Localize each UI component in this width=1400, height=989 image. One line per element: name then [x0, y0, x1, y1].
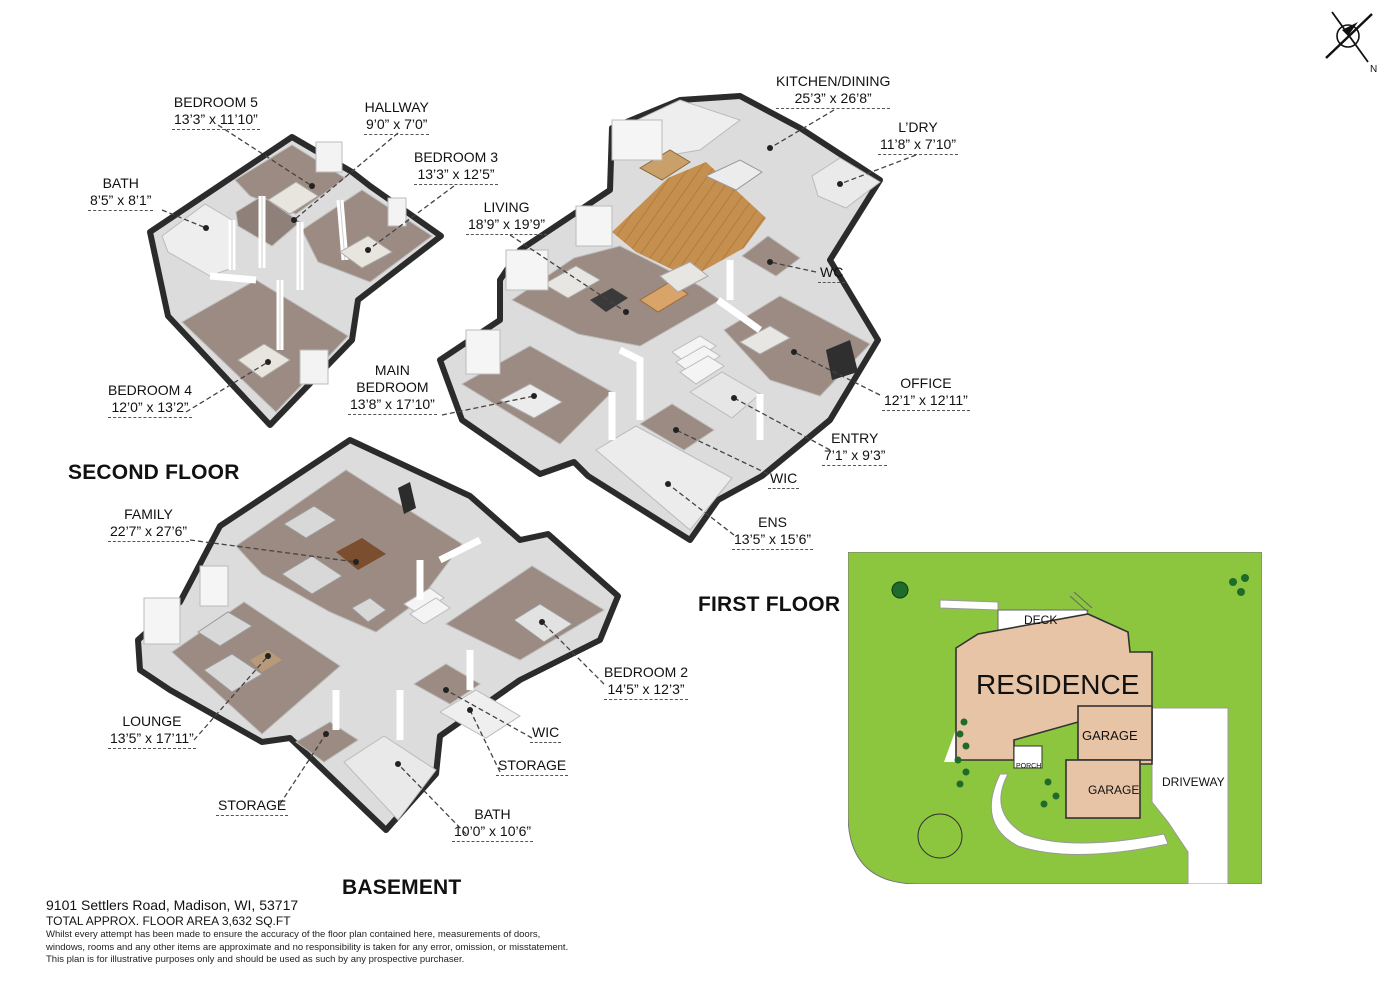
site-garage-1-label: GARAGE — [1082, 728, 1138, 743]
room-label-bedroom-3: BEDROOM 3 13’3” x 12’5” — [414, 149, 499, 185]
storage-right-room — [439, 689, 521, 739]
wic-first-room — [639, 403, 715, 451]
room-name: OFFICE — [900, 375, 952, 391]
room-name: LIVING — [483, 199, 530, 215]
property-address: 9101 Settlers Road, Madison, WI, 53717 — [46, 897, 299, 913]
room-name: BEDROOM 4 — [108, 382, 193, 398]
room-name: L’DRY — [898, 119, 938, 135]
storage-left-room — [295, 721, 359, 763]
room-name: BEDROOM 3 — [414, 149, 499, 165]
room-label-office: OFFICE 12’1” x 12’11” — [882, 375, 970, 411]
label-leader-lines — [161, 109, 917, 835]
room-name: ENS — [758, 514, 787, 530]
room-name: HALLWAY — [364, 99, 429, 115]
basement-plan — [135, 437, 621, 833]
room-name: MAIN — [374, 362, 410, 378]
room-label-entry: ENTRY 7’1” x 9’3” — [822, 430, 888, 466]
room-label-bedroom-4: BEDROOM 4 12’0” x 13’2” — [108, 382, 193, 418]
room-label-living: LIVING 18’9” x 19’9” — [466, 199, 548, 235]
room-dims: 22’7” x 27’6” — [108, 523, 190, 542]
room-dims: 13’3” x 12’5” — [414, 166, 499, 185]
site-garage-2 — [1065, 759, 1141, 819]
footer: 9101 Settlers Road, Madison, WI, 53717 T… — [46, 897, 666, 966]
site-plan: DECK RESIDENCE GARAGE GARAGE PORCH DRIVE… — [848, 552, 1262, 884]
room-label-laundry: L’DRY 11’8” x 7’10” — [878, 119, 959, 155]
room-label-main-bedroom: MAIN BEDROOM 13’8” x 17’10” — [348, 362, 437, 415]
room-label-family: FAMILY 22’7” x 27’6” — [108, 506, 190, 542]
disclaimer-line-1: Whilst every attempt has been made to en… — [46, 929, 541, 940]
room-label-bedroom-5: BEDROOM 5 13’3” x 11’10” — [172, 94, 260, 130]
room-name: ENTRY — [831, 430, 879, 446]
room-dims: 13’3” x 11’10” — [172, 111, 260, 130]
wic-basement-room — [413, 663, 481, 705]
room-name: WIC — [530, 724, 562, 743]
room-label-ens: ENS 13’5” x 15’6” — [732, 514, 814, 550]
room-name: BATH — [474, 806, 511, 822]
room-label-kitchen-dining: KITCHEN/DINING 25’3” x 26’8” — [776, 73, 891, 109]
room-label-storage-right: STORAGE — [496, 757, 569, 776]
room-dims: 25’3” x 26’8” — [776, 90, 891, 109]
room-name: BATH — [102, 175, 139, 191]
room-label-wic-first: WIC — [768, 470, 800, 489]
second-floor-title: SECOND FLOOR — [68, 461, 240, 484]
site-driveway-label: DRIVEWAY — [1162, 775, 1225, 789]
total-floor-area: TOTAL APPROX. FLOOR AREA 3,632 SQ.FT — [46, 914, 291, 928]
ens-room — [595, 425, 733, 531]
room-dims: 14’5” x 12’3” — [604, 681, 689, 700]
room-label-wc: WC — [818, 264, 846, 283]
first-floor-plan — [437, 93, 883, 543]
room-dims: 18’9” x 19’9” — [466, 216, 548, 235]
room-label-bedroom-2: BEDROOM 2 14’5” x 12’3” — [604, 664, 689, 700]
room-name: LOUNGE — [122, 713, 182, 729]
room-dims: 13’5” x 15’6” — [732, 531, 814, 550]
second-floor-plan — [147, 134, 444, 428]
room-dims: 13’5” x 17’11” — [108, 730, 196, 749]
kitchen-dining-floor — [612, 162, 766, 278]
room-dims: 7’1” x 9’3” — [822, 447, 888, 466]
room-name: BEDROOM 5 — [173, 94, 258, 110]
laundry-room — [811, 157, 881, 209]
room-label-bath-basement: BATH 10’0” x 10’6” — [452, 806, 534, 842]
disclaimer-line-2: windows, rooms and any other items are a… — [46, 941, 569, 953]
room-label-storage-left: STORAGE — [216, 797, 289, 816]
room-name: BEDROOM 2 — [604, 664, 689, 680]
room-name: WIC — [768, 470, 800, 489]
room-dims: 9’0” x 7’0” — [364, 116, 430, 135]
site-deck-label: DECK — [1024, 613, 1057, 627]
room-dims: 10’0” x 10’6” — [452, 823, 534, 842]
room-label-bath-upper: BATH 8’5” x 8’1” — [88, 175, 154, 211]
hallway-room — [235, 195, 301, 247]
room-name: STORAGE — [496, 757, 569, 776]
room-dims: 11’8” x 7’10” — [878, 136, 959, 155]
disclaimer-line-3: This plan is for illustrative purposes o… — [46, 954, 465, 965]
first-floor-title: FIRST FLOOR — [698, 593, 841, 616]
room-dims: 12’1” x 12’11” — [882, 392, 970, 411]
room-dims: 12’0” x 13’2” — [108, 399, 193, 418]
basement-title: BASEMENT — [342, 876, 462, 899]
compass-north-label: N — [1370, 64, 1377, 75]
room-name: KITCHEN/DINING — [776, 73, 891, 89]
room-dims: 13’8” x 17’10” — [348, 396, 437, 415]
site-porch-label: PORCH — [1016, 763, 1041, 770]
room-label-wic-basement: WIC — [530, 724, 562, 743]
room-name: BEDROOM — [356, 379, 429, 395]
site-garage-2-label: GARAGE — [1088, 783, 1139, 797]
site-residence-label: RESIDENCE — [976, 669, 1139, 700]
room-name: STORAGE — [216, 797, 289, 816]
site-porch — [1013, 745, 1043, 769]
north-arrow-icon: N — [1325, 11, 1377, 75]
bath-basement-room — [343, 735, 437, 821]
room-dims: 8’5” x 8’1” — [88, 192, 154, 211]
room-name: FAMILY — [124, 506, 173, 522]
room-name: WC — [818, 264, 846, 283]
room-label-hallway: HALLWAY 9’0” x 7’0” — [364, 99, 430, 135]
wc-room — [741, 235, 801, 277]
room-label-lounge: LOUNGE 13’5” x 17’11” — [108, 713, 196, 749]
